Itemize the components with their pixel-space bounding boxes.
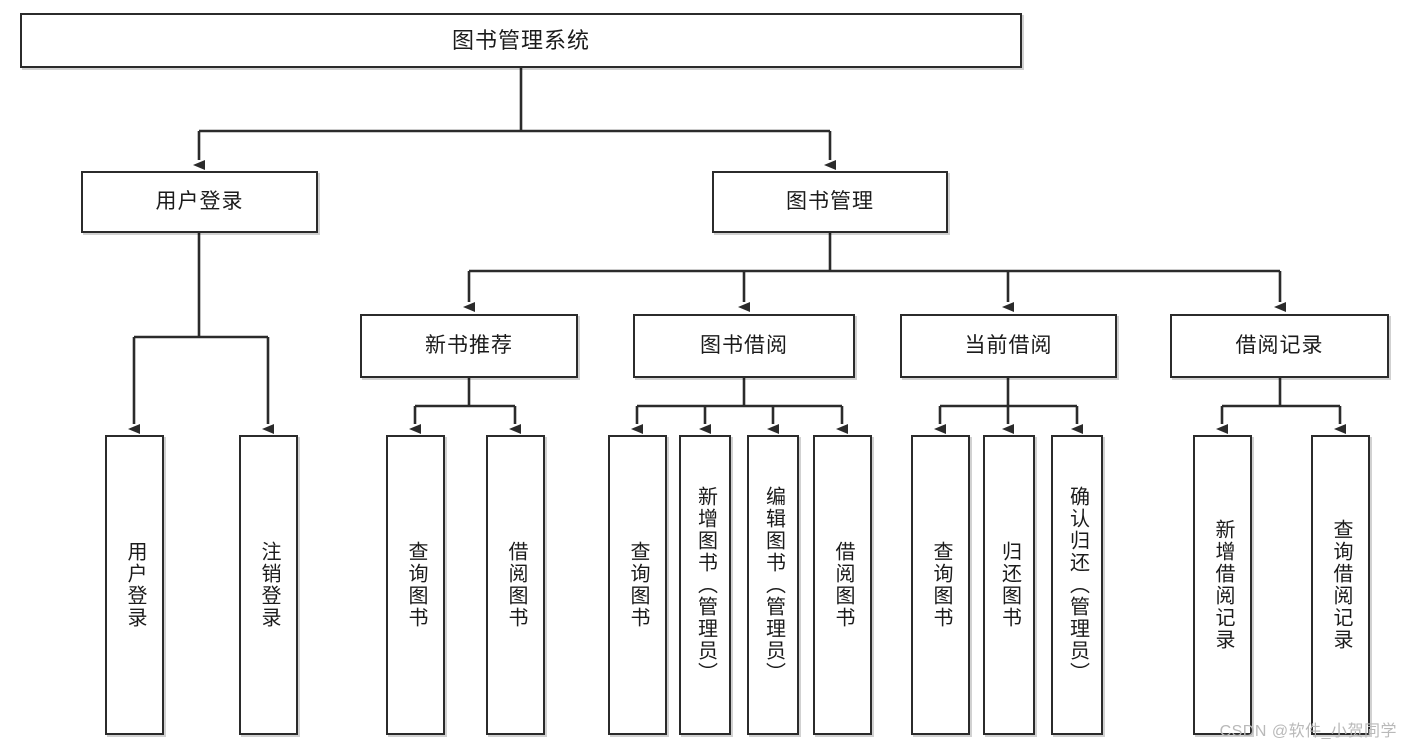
node-label: 借阅图书 bbox=[505, 541, 527, 629]
node-label: 查询图书 bbox=[930, 541, 952, 629]
node-label: 图书管理 bbox=[786, 189, 874, 213]
node-leaf-user-login[interactable]: 用户登录 bbox=[105, 435, 164, 735]
node-leaf-confirm-return-admin[interactable]: 确认归还（管理员） bbox=[1051, 435, 1103, 735]
node-leaf-return-book[interactable]: 归还图书 bbox=[983, 435, 1035, 735]
node-label: 新增图书（管理员） bbox=[694, 486, 717, 684]
node-leaf-add-book-admin[interactable]: 新增图书（管理员） bbox=[679, 435, 731, 735]
node-label: 用户登录 bbox=[155, 189, 244, 213]
node-current-borrow[interactable]: 当前借阅 bbox=[900, 314, 1117, 378]
node-label: 查询借阅记录 bbox=[1330, 519, 1352, 651]
node-leaf-logout[interactable]: 注销登录 bbox=[239, 435, 298, 735]
node-label: 图书管理系统 bbox=[451, 27, 590, 53]
node-leaf-query-book-cb[interactable]: 查询图书 bbox=[911, 435, 970, 735]
node-book-borrow[interactable]: 图书借阅 bbox=[633, 314, 855, 378]
node-label: 确认归还（管理员） bbox=[1066, 486, 1089, 684]
node-label: 当前借阅 bbox=[964, 333, 1053, 357]
node-label: 新增借阅记录 bbox=[1212, 519, 1234, 651]
node-new-book-recommend[interactable]: 新书推荐 bbox=[360, 314, 578, 378]
node-label: 归还图书 bbox=[998, 541, 1021, 629]
node-label: 注销登录 bbox=[258, 541, 280, 629]
node-label: 查询图书 bbox=[627, 541, 649, 629]
node-leaf-edit-book-admin[interactable]: 编辑图书（管理员） bbox=[747, 435, 799, 735]
node-leaf-query-book-bb[interactable]: 查询图书 bbox=[608, 435, 667, 735]
node-label: 借阅记录 bbox=[1235, 333, 1324, 357]
node-borrow-records[interactable]: 借阅记录 bbox=[1170, 314, 1389, 378]
node-book-management[interactable]: 图书管理 bbox=[712, 171, 948, 233]
node-user-login[interactable]: 用户登录 bbox=[81, 171, 318, 233]
node-root-system[interactable]: 图书管理系统 bbox=[20, 13, 1022, 68]
node-label: 编辑图书（管理员） bbox=[762, 486, 785, 684]
node-label: 查询图书 bbox=[405, 541, 427, 629]
node-leaf-query-book-nb[interactable]: 查询图书 bbox=[386, 435, 445, 735]
node-leaf-borrow-book-bb[interactable]: 借阅图书 bbox=[813, 435, 872, 735]
node-label: 图书借阅 bbox=[700, 333, 788, 357]
node-label: 新书推荐 bbox=[425, 333, 513, 357]
node-label: 用户登录 bbox=[124, 541, 146, 629]
node-leaf-borrow-book-nb[interactable]: 借阅图书 bbox=[486, 435, 545, 735]
node-leaf-query-borrow-record[interactable]: 查询借阅记录 bbox=[1311, 435, 1370, 735]
node-label: 借阅图书 bbox=[832, 541, 854, 629]
node-leaf-add-borrow-record[interactable]: 新增借阅记录 bbox=[1193, 435, 1252, 735]
